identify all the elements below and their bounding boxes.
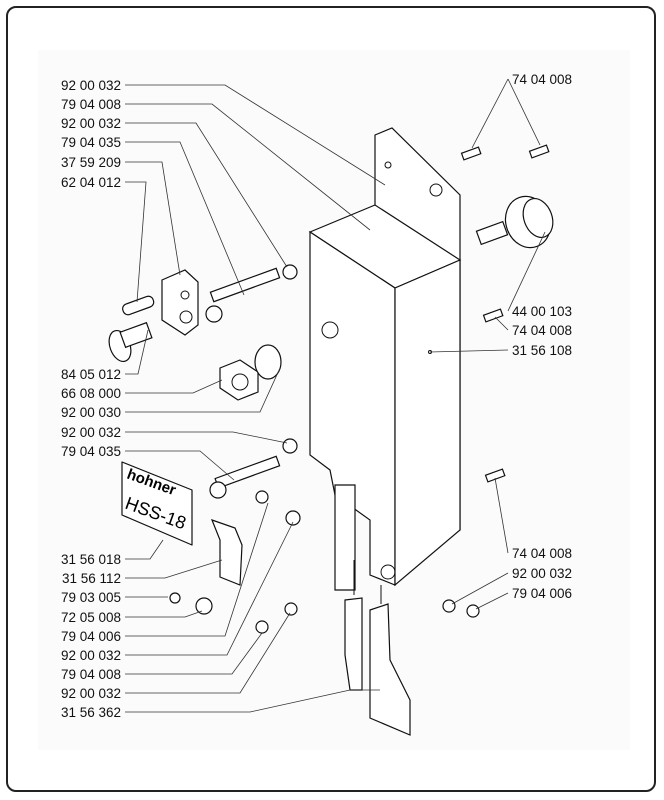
rack-block-37-59-209 <box>161 269 199 336</box>
part-label: 92 00 032 <box>61 116 121 131</box>
left-part-numbers: 92 00 032 79 04 008 92 00 032 79 04 035 … <box>61 78 121 720</box>
washer-92-00-032 <box>282 264 298 280</box>
bracket-31-56-112 <box>210 519 243 586</box>
part-label: 92 00 032 <box>61 686 121 701</box>
part-label: 92 00 030 <box>61 405 121 420</box>
part-label: 79 03 005 <box>61 590 121 605</box>
small-screws <box>169 490 480 634</box>
part-label: 72 05 008 <box>61 610 121 625</box>
countersunk-screw-84-05-012 <box>108 321 153 363</box>
part-label: 37 59 209 <box>61 155 121 170</box>
part-label: 31 56 362 <box>61 705 121 720</box>
part-label: 92 00 032 <box>61 425 121 440</box>
part-label: 74 04 008 <box>512 72 572 87</box>
part-label: 79 04 006 <box>61 629 121 644</box>
part-label: 74 04 008 <box>512 546 572 561</box>
pin-62-04-012 <box>122 295 155 316</box>
right-part-numbers: 74 04 008 44 00 103 74 04 008 31 56 108 … <box>512 72 572 601</box>
part-label: 79 04 008 <box>61 97 121 112</box>
part-label: 44 00 103 <box>512 304 572 319</box>
leader-lines <box>125 78 546 713</box>
part-label: 92 00 032 <box>512 566 572 581</box>
page-frame <box>6 6 656 792</box>
slide-plates-31-56-362 <box>334 484 411 736</box>
part-label: 79 04 008 <box>61 667 121 682</box>
part-label: 31 56 018 <box>61 552 121 567</box>
cap-screw-79-04-035-lower <box>209 455 281 499</box>
part-label: 62 04 012 <box>61 175 121 190</box>
part-label: 31 56 108 <box>512 343 572 358</box>
part-label: 79 04 006 <box>512 586 572 601</box>
part-label: 92 00 032 <box>61 78 121 93</box>
part-label: 79 04 035 <box>61 135 121 150</box>
washer-92-00-030 <box>254 344 282 380</box>
cap-screw-79-04-035-upper <box>205 267 281 323</box>
roller-44-00-103 <box>475 195 554 249</box>
part-label: 79 04 035 <box>61 444 121 459</box>
part-label: 66 08 000 <box>61 386 121 401</box>
dowel-pins-74-04-008 <box>460 144 550 483</box>
nut-66-08-000 <box>219 359 259 401</box>
part-label: 74 04 008 <box>512 323 572 338</box>
part-label: 31 56 112 <box>62 571 121 586</box>
part-label: 92 00 032 <box>61 648 121 663</box>
main-block-31-56-108 <box>308 204 462 587</box>
washer-92-00-032-mid <box>282 438 298 454</box>
part-label: 84 05 012 <box>61 367 121 382</box>
